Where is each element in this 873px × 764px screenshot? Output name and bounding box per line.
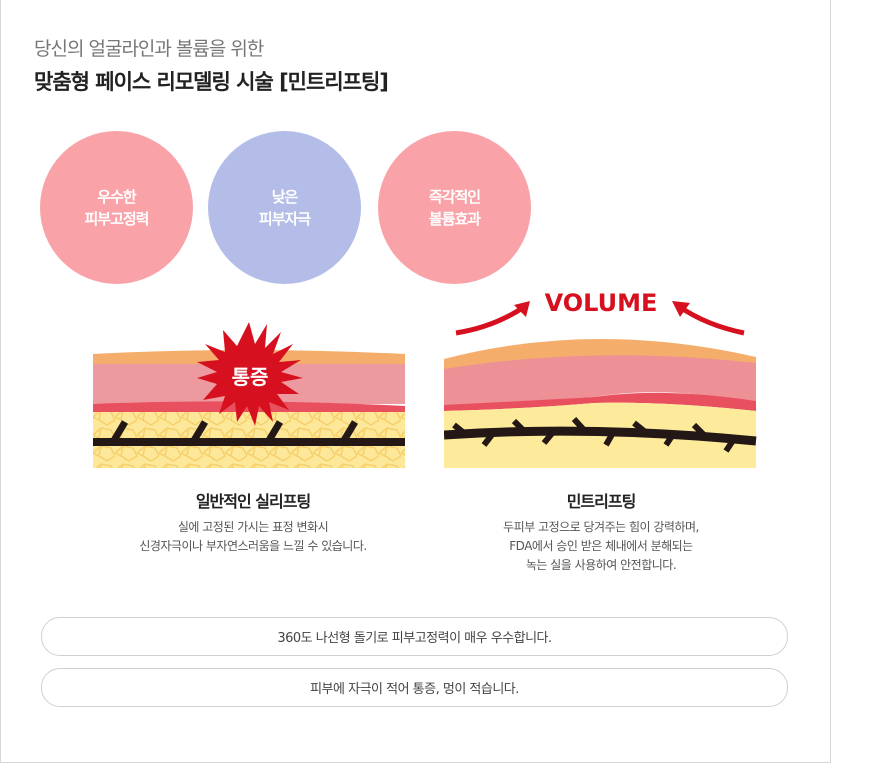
mint-lifting-caption: 민트리프팅 두피부 고정으로 당겨주는 힘이 강력하며, FDA에서 승인 받은 … [431,488,771,575]
pain-badge: 통증 [232,365,269,389]
barbed-thread [444,426,757,446]
regular-thread-illustration: 통증 [93,322,405,468]
arrow-up-right-icon [455,304,526,336]
feature-label: 볼륨효과 [428,209,481,228]
note-pill: 360도 나선형 돌기로 피부고정력이 매우 우수합니다. [41,617,788,656]
feature-label: 우수한 [97,187,136,206]
page-title: 맞춤형 페이스 리모델링 시술 [민트리프팅] [34,70,389,94]
arrow-up-left-icon [678,304,745,336]
desc-line: 신경자극이나 부자연스러움을 느낄 수 있습니다. [139,539,367,553]
pain-burst-icon [197,322,303,426]
feature-label: 피부고정력 [84,209,149,228]
note-pill: 피부에 자극이 적어 통증, 멍이 적습니다. [41,668,788,707]
feature-label: 피부자극 [258,209,311,228]
desc-line: 두피부 고정으로 당겨주는 힘이 강력하며, [503,520,699,534]
desc-line: 실에 고정된 가시는 표정 변화시 [177,520,329,534]
desc-line: FDA에서 승인 받은 체내에서 분해되는 [509,539,693,553]
regular-lifting-heading: 일반적인 실리프팅 [195,492,311,511]
mint-lifting-heading: 민트리프팅 [566,492,637,511]
content-frame [0,0,831,763]
feature-label: 즉각적인 [428,187,481,206]
desc-line: 녹는 실을 사용하여 안전합니다. [525,558,677,572]
volume-label: VOLUME [545,289,658,317]
feature-label: 낮은 [271,187,299,206]
page-subtitle: 당신의 얼굴라인과 볼륨을 위한 [34,38,264,60]
mint-thread-illustration: VOLUME [444,289,757,468]
